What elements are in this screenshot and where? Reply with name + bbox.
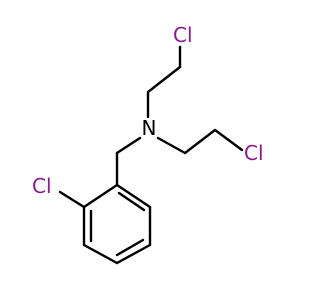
bond-top-ch2-ch2 — [146, 65, 182, 94]
atom-cl-ring: Cl — [32, 174, 52, 198]
bond-n-benzyl — [115, 136, 142, 155]
ring-bond-6 — [82, 183, 119, 209]
ring-bond-3 — [115, 243, 152, 265]
ring-double-bond-2 — [115, 238, 145, 257]
benzene-ring — [82, 183, 152, 265]
bond-right-ch2-ch2 — [183, 128, 217, 155]
atom-n: N — [142, 116, 157, 140]
atom-cl-top: Cl — [173, 23, 193, 47]
bond-n-right-ch2 — [156, 136, 187, 155]
bond-right-ch2-cl — [213, 128, 244, 152]
atom-cl-right: Cl — [244, 141, 264, 165]
bond-ring-cl — [58, 190, 86, 209]
ring-bond-1 — [115, 183, 152, 209]
structure-diagram: Cl N Cl Cl — [32, 23, 264, 265]
ring-double-bond-1 — [117, 191, 146, 212]
ring-bond-4 — [82, 243, 119, 265]
